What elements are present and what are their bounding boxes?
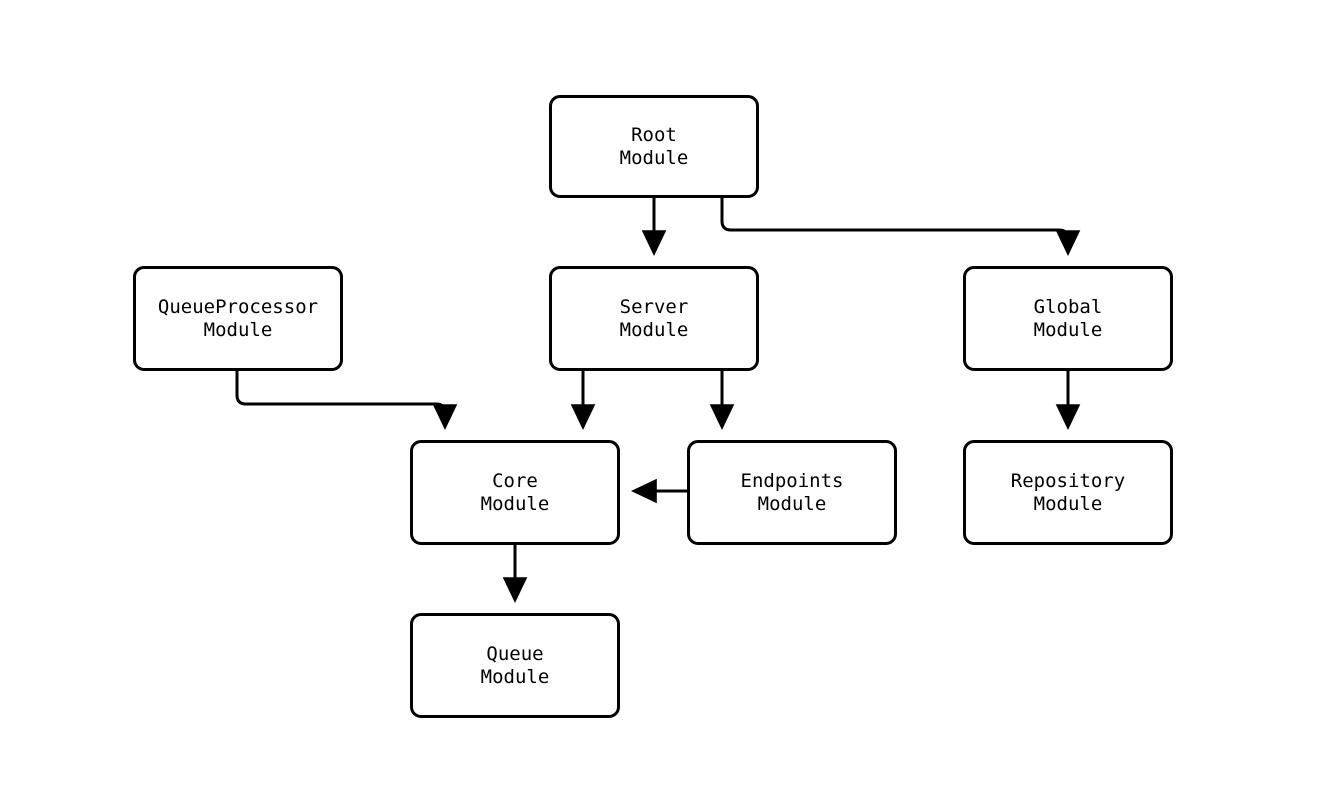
node-server[interactable]: Server Module [549, 266, 759, 371]
edge-root-to-global [720, 198, 1081, 257]
node-core[interactable]: Core Module [410, 440, 620, 545]
node-endpoints[interactable]: Endpoints Module [687, 440, 897, 545]
node-root-label-line1: Root [631, 123, 677, 146]
node-server-label-line1: Server [619, 295, 689, 318]
node-server-label-line2: Module [619, 318, 689, 341]
node-repository-label-line1: Repository [1010, 469, 1126, 492]
node-global[interactable]: Global Module [963, 266, 1173, 371]
node-endpoints-label-line2: Module [757, 492, 827, 515]
node-endpoints-label-line1: Endpoints [740, 469, 844, 492]
node-queue[interactable]: Queue Module [410, 613, 620, 718]
node-global-label-line1: Global [1033, 295, 1103, 318]
node-repository-label-line2: Module [1033, 492, 1103, 515]
node-core-label-line1: Core [492, 469, 538, 492]
node-root[interactable]: Root Module [549, 95, 759, 198]
node-repository[interactable]: Repository Module [963, 440, 1173, 545]
node-queueprocessor-label-line2: Module [203, 318, 273, 341]
node-queue-label-line2: Module [480, 665, 550, 688]
node-queue-label-line1: Queue [486, 642, 544, 665]
node-queueprocessor[interactable]: QueueProcessor Module [133, 266, 343, 371]
node-core-label-line2: Module [480, 492, 550, 515]
node-queueprocessor-label-line1: QueueProcessor [157, 295, 319, 318]
node-global-label-line2: Module [1033, 318, 1103, 341]
edge-queueprocessor-to-core [235, 371, 458, 431]
node-root-label-line2: Module [619, 146, 689, 169]
